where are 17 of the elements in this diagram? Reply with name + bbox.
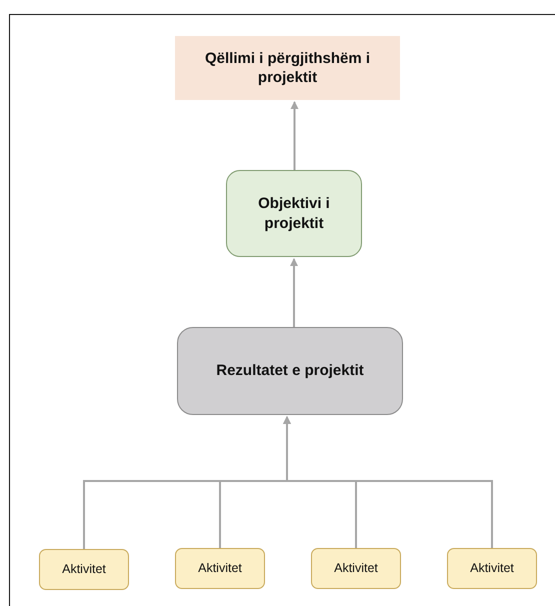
activity-box: [39, 549, 129, 590]
box-label: Aktivitet: [62, 561, 106, 578]
arrow: [290, 101, 298, 170]
box-label: Aktivitet: [198, 560, 242, 577]
box-label: Qëllimi i përgjithshëm i projektit: [204, 48, 372, 88]
objective-box: [226, 170, 362, 257]
activity-box: [447, 548, 537, 589]
results-box: [177, 327, 403, 415]
box-label: Aktivitet: [334, 560, 378, 577]
arrow: [283, 416, 493, 548]
box-label: Aktivitet: [470, 560, 514, 577]
activity-box: [311, 548, 401, 589]
activity-box: [175, 548, 265, 589]
box-label: Objektivi i projektit: [257, 194, 331, 233]
arrow: [290, 258, 298, 327]
box-label: Rezultatet e projektit: [216, 361, 364, 381]
goal-box: [175, 36, 400, 100]
